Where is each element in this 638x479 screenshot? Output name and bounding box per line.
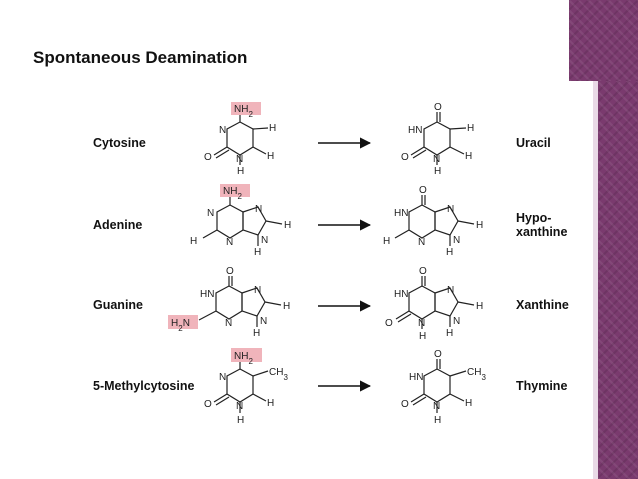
reactant-label-guanine: Guanine	[93, 298, 144, 312]
adenine-n7: N	[255, 204, 262, 215]
thymine-o2: O	[401, 399, 409, 410]
5-methylcytosine-amine-label: NH2	[234, 351, 253, 366]
cytosine-n3: N	[219, 125, 226, 136]
amine-highlight	[168, 315, 198, 329]
adenine-amine-label: NH2	[223, 186, 242, 201]
adenine-h8: H	[284, 220, 291, 231]
5-methylcytosine-n3: N	[219, 372, 226, 383]
thymine-h1: H	[434, 415, 441, 426]
thymine-atoms: O HN CH3 H N H O	[401, 349, 486, 426]
hypoxanthine-n9: N	[453, 235, 460, 246]
thymine-h6: H	[465, 398, 472, 409]
thymine-structure	[410, 359, 467, 413]
uracil-o4: O	[434, 102, 442, 113]
xanthine-n3: N	[418, 318, 425, 329]
uracil-n1: N	[433, 154, 440, 165]
reactant-label-cytosine: Cytosine	[93, 136, 146, 150]
uracil-o2: O	[401, 152, 409, 163]
thymine-n3h: HN	[409, 372, 423, 383]
product-label-hypoxanthine-line1: Hypo-	[516, 211, 552, 225]
product-label-hypoxanthine-line2: xanthine	[516, 225, 568, 239]
uracil-h5: H	[467, 123, 474, 134]
uracil-h6: H	[465, 151, 472, 162]
5-methylcytosine-h6: H	[267, 398, 274, 409]
5-methylcytosine-atoms: NH2 N CH3 H N H O	[204, 351, 288, 426]
xanthine-n7: N	[447, 285, 454, 296]
5-methylcytosine-h1: H	[237, 415, 244, 426]
adenine-n1: N	[207, 208, 214, 219]
amine-highlight	[231, 348, 262, 362]
hypoxanthine-n3: N	[418, 237, 425, 248]
amine-highlight	[231, 102, 261, 115]
amine-highlight	[220, 184, 250, 197]
slide-title: Spontaneous Deamination	[33, 48, 248, 67]
thymine-methyl: CH3	[467, 367, 486, 382]
xanthine-h3: H	[419, 331, 426, 342]
guanine-n3: N	[225, 318, 232, 329]
product-label-xanthine: Xanthine	[516, 298, 569, 312]
xanthine-n9: N	[453, 316, 460, 327]
hypoxanthine-atoms: O HN N H N N H H	[383, 185, 483, 258]
xanthine-atoms: O HN N H N N O H H	[385, 266, 483, 342]
hypoxanthine-n1h: HN	[394, 208, 408, 219]
guanine-h9: H	[253, 328, 260, 339]
adenine-atoms: NH2 N N H N N H H	[190, 186, 291, 258]
adenine-h9: H	[254, 247, 261, 258]
thymine-n1: N	[433, 401, 440, 412]
xanthine-o6: O	[419, 266, 427, 277]
5-methylcytosine-o2: O	[204, 399, 212, 410]
hypoxanthine-h8: H	[476, 220, 483, 231]
cytosine-atoms: NH2 N H H N H O	[204, 104, 276, 177]
guanine-h8: H	[283, 301, 290, 312]
xanthine-h9: H	[446, 328, 453, 339]
cytosine-h1: H	[237, 166, 244, 177]
hypoxanthine-n7: N	[447, 204, 454, 215]
cytosine-amine-label: NH2	[234, 104, 253, 119]
adenine-h2: H	[190, 236, 197, 247]
xanthine-structure	[395, 276, 475, 329]
cytosine-o2: O	[204, 152, 212, 163]
uracil-n3h: HN	[408, 125, 422, 136]
hypoxanthine-structure	[394, 195, 475, 246]
product-label-thymine: Thymine	[516, 379, 568, 393]
uracil-atoms: O HN H H N H O	[401, 102, 474, 177]
guanine-o6: O	[226, 266, 234, 277]
slide-accent-band-right	[598, 81, 638, 479]
xanthine-h8: H	[476, 301, 483, 312]
5-methylcytosine-methyl: CH3	[269, 367, 288, 382]
hypoxanthine-h2: H	[383, 236, 390, 247]
product-label-uracil: Uracil	[516, 136, 551, 150]
thymine-o4: O	[434, 349, 442, 360]
cytosine-h6: H	[267, 151, 274, 162]
adenine-n3: N	[226, 237, 233, 248]
guanine-structure	[168, 276, 282, 329]
xanthine-n1h: HN	[394, 289, 408, 300]
guanine-n7: N	[254, 285, 261, 296]
cytosine-h5: H	[269, 123, 276, 134]
cytosine-n1: N	[236, 154, 243, 165]
guanine-amine-label: H2N	[171, 318, 190, 333]
cytosine-structure	[213, 102, 269, 165]
slide-accent-band-top	[569, 0, 638, 81]
guanine-atoms: O HN N H N N H2N H	[171, 266, 290, 339]
reactant-label-adenine: Adenine	[93, 218, 143, 232]
reactant-label-5-methylcytosine: 5-Methylcytosine	[93, 379, 195, 393]
xanthine-o2: O	[385, 318, 393, 329]
guanine-n1h: HN	[200, 289, 214, 300]
uracil-structure	[410, 112, 467, 165]
5-methylcytosine-n1: N	[236, 401, 243, 412]
adenine-n9: N	[261, 235, 268, 246]
5-methylcytosine-structure	[213, 348, 269, 413]
hypoxanthine-h9: H	[446, 247, 453, 258]
adenine-structure	[202, 184, 283, 246]
hypoxanthine-o6: O	[419, 185, 427, 196]
slide-accent-divider	[593, 81, 598, 479]
guanine-n9: N	[260, 316, 267, 327]
uracil-h1: H	[434, 166, 441, 177]
